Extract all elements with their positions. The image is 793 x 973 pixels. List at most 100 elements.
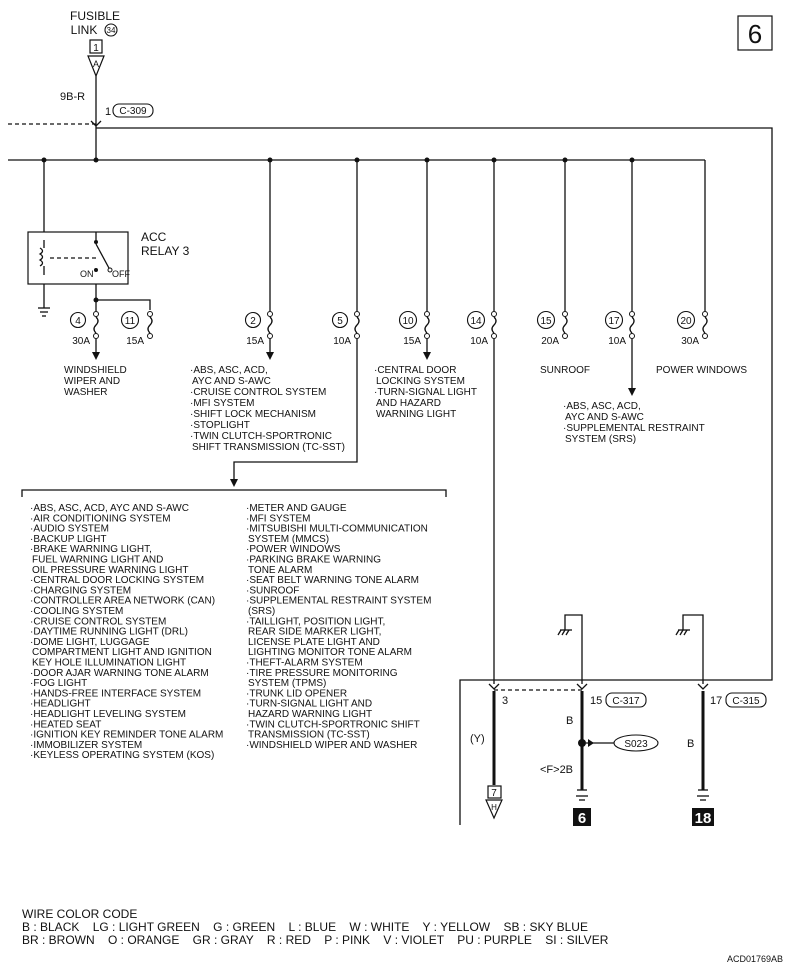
connector-c315-pill bbox=[725, 692, 767, 708]
load-text: ·SHIFT LOCK MECHANISM bbox=[190, 409, 316, 420]
system-item: ·POWER WINDOWS bbox=[246, 544, 341, 555]
fuse-4-amp: 30A bbox=[72, 336, 90, 347]
load-text: WARNING LIGHT bbox=[376, 409, 456, 420]
load-text: ·ABS, ASC, ACD, bbox=[190, 365, 268, 376]
fuse-14: 14 10A bbox=[466, 160, 497, 684]
load-text: ·TURN-SIGNAL LIGHT bbox=[374, 387, 477, 398]
system-item: ·KEYLESS OPERATING SYSTEM (KOS) bbox=[30, 750, 214, 761]
fuse-20: 20 30A POWER WINDOWS bbox=[656, 160, 747, 376]
system-item: ·TRUNK LID OPENER bbox=[246, 688, 347, 699]
source-arrow bbox=[87, 55, 105, 78]
systems-bracket bbox=[21, 489, 447, 497]
system-item: ·ABS, ASC, ACD, AYC AND S-AWC bbox=[30, 503, 189, 514]
system-item: SYSTEM (TPMS) bbox=[248, 678, 326, 689]
relay-on-label: ON bbox=[80, 269, 94, 279]
system-item: ·WINDSHIELD WIPER AND WASHER bbox=[246, 740, 417, 751]
relay-ground-icon bbox=[38, 307, 50, 317]
source-box bbox=[89, 39, 103, 54]
relay-name-2: RELAY 3 bbox=[141, 244, 190, 258]
wire-color-y: (Y) bbox=[470, 733, 485, 745]
fuse-5-systems-col1: ·ABS, ASC, ACD, AYC AND S-AWC·AIR CONDIT… bbox=[30, 503, 223, 761]
fuse-10-amp: 15A bbox=[403, 336, 421, 347]
fuse-20-amp: 30A bbox=[681, 336, 699, 347]
splice-s023-pill bbox=[613, 734, 659, 752]
load-windshield-wiper: WINDSHIELD WIPER AND WASHER bbox=[64, 365, 127, 398]
load-text: ·ABS, ASC, ACD, bbox=[563, 401, 641, 412]
page-number-box: 6 bbox=[737, 15, 773, 51]
fuse-5-number: 5 bbox=[337, 316, 343, 327]
system-item: ·HEADLIGHT bbox=[30, 699, 91, 710]
connector-c315: C-315 bbox=[732, 696, 760, 707]
ground-symbol-left bbox=[557, 614, 583, 684]
system-item: ·SUNROOF bbox=[246, 585, 299, 596]
fuse-5-amp: 10A bbox=[333, 336, 351, 347]
fuse-20-number: 20 bbox=[680, 316, 692, 327]
fuse-15: 15 20A SUNROOF bbox=[536, 160, 590, 376]
system-item: ·MFI SYSTEM bbox=[246, 513, 310, 524]
system-item: ·SUPPLEMENTAL RESTRAINT SYSTEM bbox=[246, 596, 431, 607]
ground-terminal-18: 18 bbox=[692, 789, 714, 827]
fuse-15-number: 15 bbox=[540, 316, 552, 327]
system-item: LICENSE PLATE LIGHT AND bbox=[248, 637, 380, 648]
splice-s023: S023 bbox=[624, 739, 648, 750]
fuse-17: 17 10A bbox=[604, 160, 636, 396]
ref-f-2b: <F>2B bbox=[540, 764, 573, 776]
system-item: ·METER AND GAUGE bbox=[246, 503, 347, 514]
load-text: ·CENTRAL DOOR bbox=[374, 365, 456, 376]
system-item: REAR SIDE MARKER LIGHT, bbox=[248, 627, 381, 638]
fuse-5: 5 10A bbox=[230, 160, 360, 487]
out-arrow-letter: H bbox=[491, 803, 497, 812]
load-text: WINDSHIELD bbox=[64, 365, 127, 376]
system-item: ·COOLING SYSTEM bbox=[30, 606, 123, 617]
load-text: AND HAZARD bbox=[376, 398, 441, 409]
ground-terminal-6: 6 bbox=[573, 789, 591, 827]
splice-point bbox=[578, 739, 586, 747]
load-text: SHIFT TRANSMISSION (TC-SST) bbox=[192, 442, 345, 453]
system-item: ·IGNITION KEY REMINDER TONE ALARM bbox=[30, 730, 223, 741]
load-text: ·TWIN CLUTCH-SPORTRONIC bbox=[190, 431, 332, 442]
load-text: LOCKING SYSTEM bbox=[376, 376, 465, 387]
system-item: ·HEATED SEAT bbox=[30, 719, 101, 730]
system-item: ·IMMOBILIZER SYSTEM bbox=[30, 740, 142, 751]
system-item: TRANSMISSION (TC-SST) bbox=[248, 730, 370, 741]
fuse-4-number: 4 bbox=[75, 316, 81, 327]
fusible-label: FUSIBLE bbox=[70, 9, 120, 23]
wire-color-legend: WIRE COLOR CODE B : BLACK LG : LIGHT GRE… bbox=[22, 907, 609, 947]
system-item: ·CENTRAL DOOR LOCKING SYSTEM bbox=[30, 575, 204, 586]
fuse-5-systems-col2: ·METER AND GAUGE·MFI SYSTEM·MITSUBISHI M… bbox=[246, 503, 431, 751]
system-item: KEY HOLE ILLUMINATION LIGHT bbox=[32, 658, 186, 669]
system-item: ·FOG LIGHT bbox=[30, 678, 87, 689]
legend-row-2: BR : BROWN O : ORANGE GR : GRAY R : RED … bbox=[22, 933, 609, 947]
system-item: ·HANDS-FREE INTERFACE SYSTEM bbox=[30, 688, 201, 699]
link-number: 34 bbox=[107, 26, 116, 35]
load-text: AYC AND S-AWC bbox=[565, 412, 644, 423]
fuse-2-amp: 15A bbox=[246, 336, 264, 347]
fuse-14-amp: 10A bbox=[470, 336, 488, 347]
system-item: ·THEFT-ALARM SYSTEM bbox=[246, 658, 363, 669]
system-item: ·CRUISE CONTROL SYSTEM bbox=[30, 616, 166, 627]
pin-3: 3 bbox=[502, 695, 508, 707]
load-fuse-10: ·CENTRAL DOOR LOCKING SYSTEM ·TURN-SIGNA… bbox=[374, 365, 477, 420]
pin-main: 1 bbox=[105, 106, 111, 118]
fuse-17-number: 17 bbox=[608, 316, 620, 327]
relay-off-label: OFF bbox=[112, 269, 130, 279]
load-sunroof: SUNROOF bbox=[540, 365, 590, 376]
fuse-11-number: 11 bbox=[125, 316, 136, 327]
fuse-15-amp: 20A bbox=[541, 336, 559, 347]
source-box-number: 1 bbox=[93, 43, 99, 54]
system-item: TONE ALARM bbox=[248, 565, 312, 576]
relay-name-1: ACC bbox=[141, 230, 167, 244]
fuse-11-amp: 15A bbox=[126, 336, 144, 347]
pin-15: 15 bbox=[590, 695, 602, 707]
load-fuse-2: ·ABS, ASC, ACD, AYC AND S-AWC ·CRUISE CO… bbox=[190, 365, 345, 453]
wire-color-b2: B bbox=[687, 738, 694, 750]
fusible-link-source: FUSIBLE LINK 34 1 A 9B-R 1 C-309 bbox=[60, 9, 154, 118]
system-item: ·SEAT BELT WARNING TONE ALARM bbox=[246, 575, 419, 586]
acc-relay-3: ON OFF ACC RELAY 3 bbox=[27, 160, 190, 285]
load-text: AYC AND S-AWC bbox=[192, 376, 271, 387]
system-item: ·TAILLIGHT, POSITION LIGHT, bbox=[246, 616, 385, 627]
system-item: ·AUDIO SYSTEM bbox=[30, 524, 109, 535]
system-item: ·PARKING BRAKE WARNING bbox=[246, 555, 381, 566]
wire-color-b1: B bbox=[566, 715, 573, 727]
fuse-4: 4 30A bbox=[69, 300, 100, 360]
